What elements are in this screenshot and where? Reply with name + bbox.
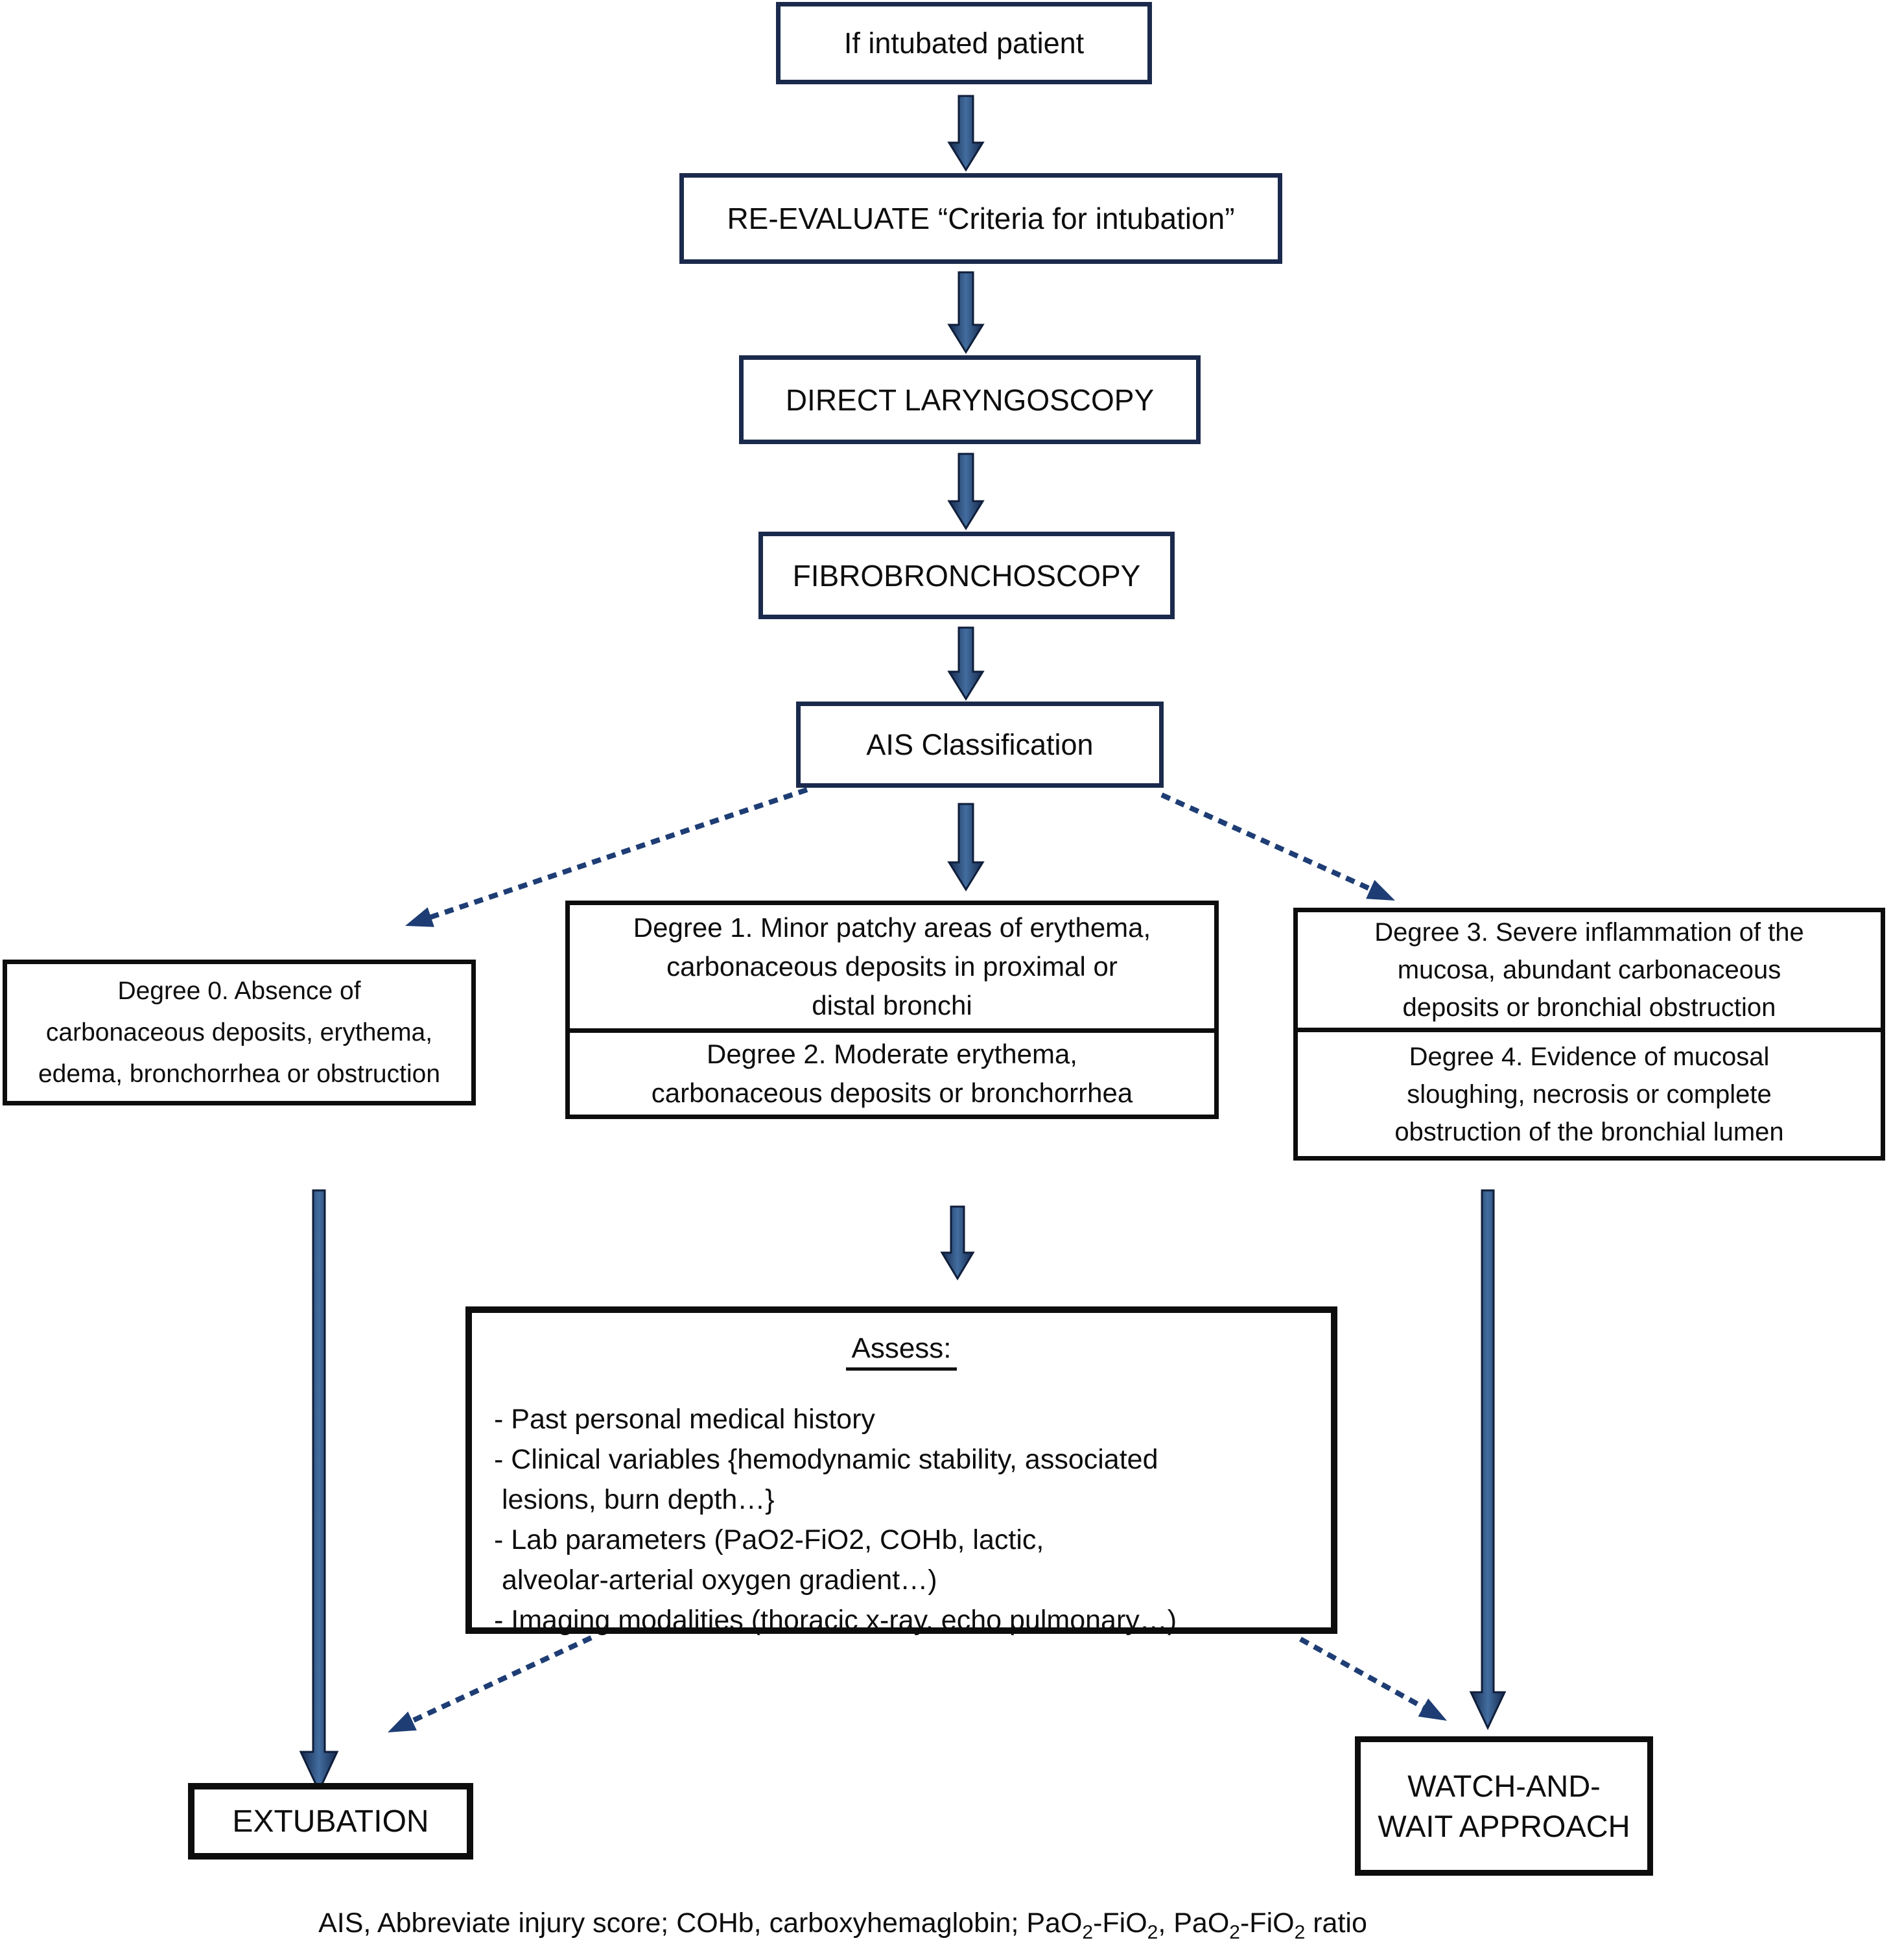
degree-0-line: carbonaceous deposits, erythema, xyxy=(45,1018,433,1046)
node-extubation: EXTUBATION xyxy=(188,1783,473,1860)
watch-and-wait-line: WAIT APPROACH xyxy=(1378,1808,1630,1843)
node-degree-0: Degree 0. Absence of carbonaceous deposi… xyxy=(3,960,476,1105)
arrow-long-degree0-to-extubation-icon xyxy=(299,1189,339,1793)
assess-item: - Past personal medical history xyxy=(494,1404,875,1435)
arrow-long-degree34-to-watchwait-icon xyxy=(1469,1189,1507,1730)
node-assess: Assess: - Past personal medical history … xyxy=(465,1306,1337,1636)
degree-0-line: edema, bronchorrhea or obstruction xyxy=(38,1059,441,1088)
dashed-arrow-assess-to-extubation-icon xyxy=(388,1635,593,1732)
arrow-down-laryngoscopy-to-fibro-icon xyxy=(947,453,985,530)
degree-4-line: Degree 4. Evidence of mucosal xyxy=(1409,1042,1770,1071)
assess-item: lesions, burn depth…} xyxy=(494,1484,775,1515)
degree-2-cell: Degree 2. Moderate erythema, carbonaceou… xyxy=(570,1028,1214,1115)
assess-item: - Clinical variables {hemodynamic stabil… xyxy=(494,1444,1158,1475)
node-if-intubated-patient-label: If intubated patient xyxy=(843,26,1085,60)
abbreviation-footnote: AIS, Abbreviate injury score; COHb, carb… xyxy=(0,1907,1685,1944)
arrow-down-fibro-to-ais-icon xyxy=(947,626,985,701)
assess-title: Assess: xyxy=(846,1332,957,1371)
dashed-arrow-ais-to-degree34-icon xyxy=(1160,792,1395,901)
degree-0-line: Degree 0. Absence of xyxy=(117,976,361,1005)
degree-4-cell: Degree 4. Evidence of mucosal sloughing,… xyxy=(1298,1028,1881,1156)
footnote-subscript: 2 xyxy=(1082,1922,1094,1943)
assess-item: alveolar-arterial oxygen gradient…) xyxy=(494,1564,937,1596)
degree-3-line: Degree 3. Severe inflammation of the xyxy=(1374,918,1804,947)
degree-1-line: distal bronchi xyxy=(812,990,972,1021)
node-watch-and-wait: WATCH-AND- WAIT APPROACH xyxy=(1355,1736,1653,1876)
degree-4-line: sloughing, necrosis or complete xyxy=(1407,1080,1772,1109)
arrow-down-intubated-to-reevaluate-icon xyxy=(947,95,985,172)
degree-3-line: deposits or bronchial obstruction xyxy=(1402,993,1776,1022)
dashed-arrow-assess-to-watchwait-icon xyxy=(1299,1636,1447,1721)
arrow-down-reevaluate-to-laryngoscopy-icon xyxy=(947,271,985,354)
footnote-subscript: 2 xyxy=(1229,1922,1240,1943)
watch-and-wait-line: WATCH-AND- xyxy=(1407,1768,1601,1803)
node-degree-3-4: Degree 3. Severe inflammation of the muc… xyxy=(1293,908,1885,1161)
node-degree-1-2: Degree 1. Minor patchy areas of erythema… xyxy=(565,901,1219,1119)
arrow-down-degree12-to-assess-icon xyxy=(940,1205,975,1281)
footnote-text: -FiO xyxy=(1239,1907,1295,1939)
footnote-subscript: 2 xyxy=(1294,1922,1306,1943)
degree-1-line: Degree 1. Minor patchy areas of erythema… xyxy=(633,912,1151,943)
footnote-text: -FiO xyxy=(1093,1907,1147,1939)
assess-item: - Lab parameters (PaO2-FiO2, COHb, lacti… xyxy=(494,1524,1044,1555)
node-fibrobronchoscopy-label: FIBROBRONCHOSCOPY xyxy=(792,558,1141,593)
degree-1-cell: Degree 1. Minor patchy areas of erythema… xyxy=(570,905,1214,1028)
dashed-arrow-ais-to-degree0-icon xyxy=(405,787,808,927)
node-reevaluate-criteria-label: RE-EVALUATE “Criteria for intubation” xyxy=(727,202,1235,235)
node-direct-laryngoscopy: DIRECT LARYNGOSCOPY xyxy=(739,355,1201,444)
footnote-text: ratio xyxy=(1305,1907,1367,1939)
node-ais-classification-label: AIS Classification xyxy=(866,727,1094,761)
node-reevaluate-criteria: RE-EVALUATE “Criteria for intubation” xyxy=(679,173,1282,264)
degree-2-line: Degree 2. Moderate erythema, xyxy=(707,1039,1077,1069)
node-fibrobronchoscopy: FIBROBRONCHOSCOPY xyxy=(758,532,1175,619)
footnote-text: , PaO xyxy=(1158,1907,1230,1939)
assess-item: - Imaging modalities (thoracic x-ray, ec… xyxy=(494,1605,1177,1636)
footnote-subscript: 2 xyxy=(1147,1922,1158,1943)
node-ais-classification: AIS Classification xyxy=(796,702,1164,788)
node-if-intubated-patient: If intubated patient xyxy=(776,2,1152,84)
footnote-text: AIS, Abbreviate injury score; COHb, carb… xyxy=(318,1907,1083,1939)
assess-title-row: Assess: xyxy=(472,1332,1331,1371)
arrow-down-ais-to-degree12-icon xyxy=(947,803,985,891)
degree-3-line: mucosa, abundant carbonaceous xyxy=(1397,956,1781,984)
degree-1-line: carbonaceous deposits in proximal or xyxy=(666,951,1118,982)
node-direct-laryngoscopy-label: DIRECT LARYNGOSCOPY xyxy=(785,383,1155,417)
degree-4-line: obstruction of the bronchial lumen xyxy=(1394,1117,1784,1146)
assess-list: - Past personal medical history - Clinic… xyxy=(472,1399,1331,1640)
degree-2-line: carbonaceous deposits or bronchorrhea xyxy=(651,1078,1133,1108)
node-extubation-label: EXTUBATION xyxy=(232,1804,429,1839)
degree-3-cell: Degree 3. Severe inflammation of the muc… xyxy=(1298,912,1881,1028)
